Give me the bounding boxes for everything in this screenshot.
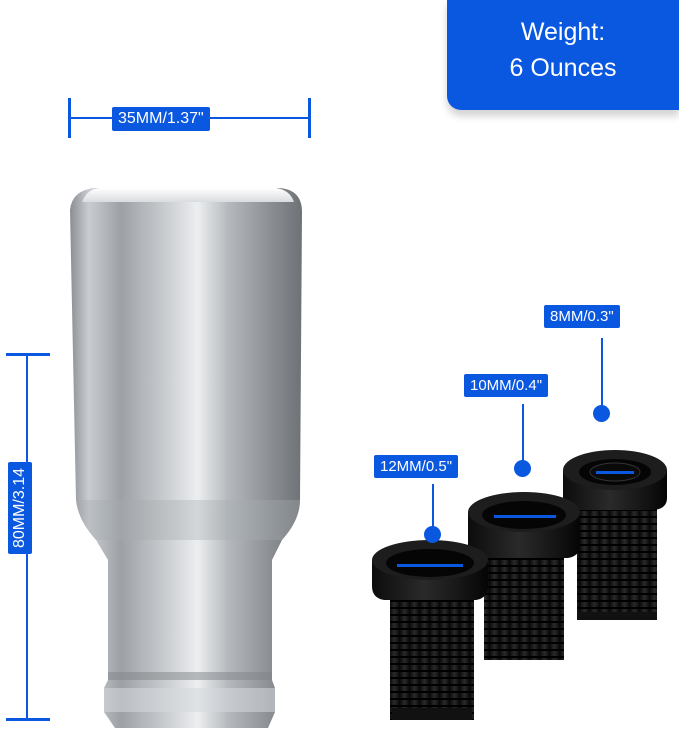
height-label: 80MM/3.14: [8, 462, 32, 555]
shift-knob: [70, 188, 302, 728]
weight-value: 6 Ounces: [509, 54, 617, 82]
adapter-10mm-label: 10MM/0.4": [464, 374, 549, 397]
width-label: 35MM/1.37": [112, 107, 210, 131]
adapter-8mm: [563, 450, 667, 620]
adapter-12mm-label: 12MM/0.5": [374, 455, 459, 478]
adapter-12mm-dot: [424, 526, 441, 543]
adapter-12mm: [372, 540, 488, 720]
weight-title: Weight:: [520, 18, 606, 46]
weight-badge: Weight: 6 Ounces: [447, 0, 679, 110]
adapter-8mm-label: 8MM/0.3": [544, 305, 620, 328]
adapter-8mm-dot: [593, 405, 610, 422]
adapter-10mm-dot: [514, 460, 531, 477]
adapter-10mm: [468, 492, 580, 660]
